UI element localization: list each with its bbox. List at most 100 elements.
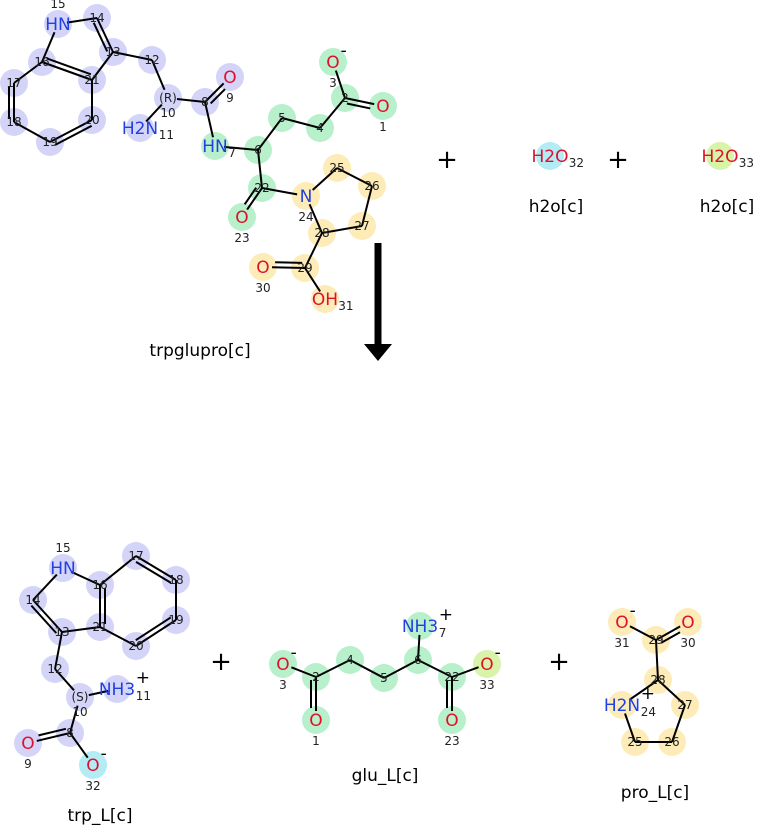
- atom-highlight: [536, 142, 564, 170]
- atom-label: O: [21, 734, 34, 754]
- charge-label: -: [101, 744, 107, 764]
- bond: [271, 266, 306, 269]
- bond: [70, 570, 101, 586]
- atom-highlight: [608, 608, 636, 636]
- bond: [319, 97, 346, 129]
- atom-number: 26: [664, 735, 679, 749]
- atom-number: 3: [279, 678, 287, 692]
- atom-label: O: [223, 68, 236, 88]
- bond: [417, 659, 453, 678]
- atom-label: HN: [50, 559, 76, 579]
- bond: [223, 145, 259, 151]
- stereo-label: (S): [72, 690, 89, 704]
- atom-number: 13: [54, 625, 69, 639]
- atom-number: 12: [144, 53, 159, 67]
- atom-highlight: [311, 285, 339, 313]
- atom-number: 6: [414, 653, 422, 667]
- bond: [361, 185, 373, 227]
- bond: [671, 704, 686, 743]
- bond: [344, 97, 375, 106]
- atom-label: H2N: [604, 696, 640, 716]
- bond: [204, 101, 214, 138]
- bond: [176, 97, 206, 103]
- atom-number: 25: [627, 735, 642, 749]
- atom-highlight: [201, 132, 229, 160]
- atom-label: O: [309, 711, 322, 731]
- atom-number: 27: [354, 219, 369, 233]
- atom-highlight: [406, 612, 434, 640]
- double-bond: [346, 102, 371, 110]
- bond: [655, 625, 681, 641]
- bond-layer: [8, 17, 686, 759]
- atom-number: 5: [380, 671, 388, 685]
- bond: [629, 625, 657, 641]
- atom-label: O: [256, 258, 269, 278]
- atom-number: 6: [254, 143, 262, 157]
- atom-number: 28: [650, 673, 665, 687]
- double-bond: [92, 22, 109, 52]
- atom-number: 4: [316, 121, 324, 135]
- atom-number: 33: [739, 156, 754, 170]
- bond: [88, 689, 109, 697]
- bond: [417, 634, 421, 661]
- atom-number: 8: [201, 95, 209, 109]
- atom-number: 9: [226, 91, 234, 105]
- bond: [308, 203, 323, 234]
- bond: [261, 187, 298, 196]
- atom-highlight: [608, 691, 636, 719]
- atom-number: 19: [168, 613, 183, 627]
- atom-label: HN: [45, 15, 71, 35]
- plus-sign: +: [607, 145, 629, 175]
- atom-label: O: [445, 711, 458, 731]
- bond: [628, 679, 659, 701]
- molecule-name-h2o_b: h2o[c]: [700, 197, 755, 217]
- atom-label: H2N: [122, 119, 158, 139]
- atom-number: 22: [444, 670, 459, 684]
- atom-number: 29: [648, 633, 663, 647]
- atom-label: O: [480, 655, 493, 675]
- charge-label: -: [495, 643, 501, 663]
- atom-number: 21: [84, 73, 99, 87]
- atom-label: O: [681, 613, 694, 633]
- double-bond: [275, 261, 303, 264]
- atom-number: 28: [314, 226, 329, 240]
- bond: [32, 573, 58, 601]
- charge-label: -: [341, 41, 347, 61]
- atom-number: 27: [677, 698, 692, 712]
- bond: [246, 187, 263, 211]
- atom-highlight: [706, 142, 734, 170]
- atom-number: 3: [329, 76, 337, 90]
- stereo-label: (R): [159, 91, 177, 105]
- arrow-head-icon: [364, 344, 392, 361]
- double-bond: [30, 604, 58, 634]
- atom-number: 16: [34, 55, 49, 69]
- atom-highlight: [369, 92, 397, 120]
- atom-label: NH3: [99, 680, 135, 700]
- atom-number: 18: [168, 573, 183, 587]
- plus-sign: +: [210, 647, 232, 677]
- atom-number: 4: [346, 653, 354, 667]
- atom-number: 18: [6, 115, 21, 129]
- atom-number: 11: [159, 128, 174, 142]
- bond: [315, 659, 351, 678]
- atom-number: 12: [47, 662, 62, 676]
- atom-number: 30: [680, 636, 695, 650]
- atom-number: 31: [614, 636, 629, 650]
- bond: [61, 626, 101, 633]
- molecule-name-glu_L: glu_L[c]: [352, 766, 419, 786]
- bond: [657, 679, 686, 706]
- molecule-name-trpglupro: trpglupro[c]: [149, 341, 250, 361]
- atom-number: 20: [128, 639, 143, 653]
- charge-label: +: [136, 668, 150, 688]
- atom-label: O: [235, 208, 248, 228]
- atom-number: 31: [338, 299, 353, 313]
- atom-label: O: [86, 756, 99, 776]
- bond: [41, 31, 56, 63]
- atom-highlight: [79, 751, 107, 779]
- molecule-name-pro_L: pro_L[c]: [621, 783, 689, 803]
- atom-number: 7: [228, 146, 236, 160]
- atom-label: HN: [202, 137, 228, 157]
- atom-number: 15: [50, 0, 65, 11]
